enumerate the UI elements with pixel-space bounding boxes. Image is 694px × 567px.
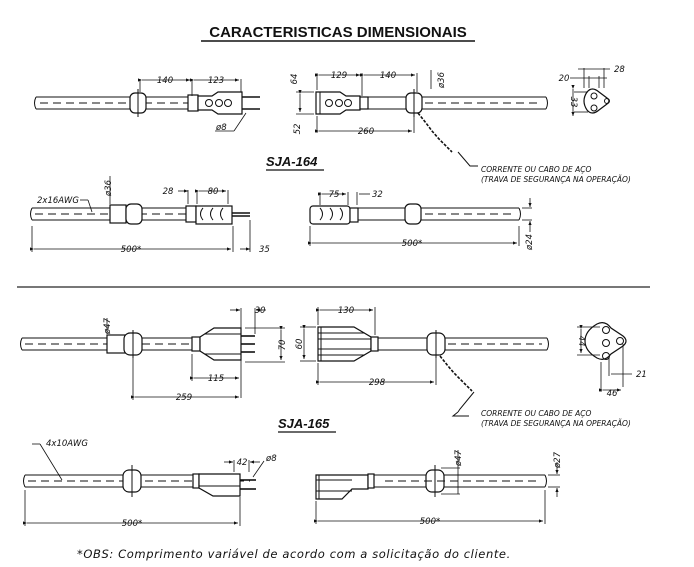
dim-label: ø27 <box>553 451 563 469</box>
dim-label: 30 <box>255 306 266 316</box>
cable-spec-label: 4x10AWG <box>46 439 88 449</box>
dim-label: ø36 <box>437 71 447 89</box>
cable-spec-label: 2x16AWG <box>37 196 79 206</box>
dim-label: 500* <box>402 239 422 249</box>
dim-label: 500* <box>122 519 142 529</box>
dim-label: 140 <box>157 76 173 86</box>
dim-label: 64 <box>290 74 300 85</box>
dim-label: 80 <box>208 187 219 197</box>
sja164-socket-side-view <box>308 192 532 246</box>
dim-label: 35 <box>259 245 270 255</box>
dim-label: 46 <box>607 389 618 399</box>
dim-label: ø8 <box>215 123 227 133</box>
sja165-socket-top-view <box>300 307 549 417</box>
dim-label: 260 <box>358 127 374 137</box>
dim-label: 115 <box>208 374 224 384</box>
chain-note: CORRENTE OU CABO DE AÇO <box>481 165 591 174</box>
sja164-plug-top-view <box>34 78 260 132</box>
dim-label: 28 <box>614 65 625 75</box>
dim-label: 123 <box>208 76 224 86</box>
dim-label: 500* <box>420 517 440 527</box>
dim-label: ø8 <box>265 454 277 464</box>
dim-label: 44 <box>576 336 586 347</box>
dim-label: ø24 <box>525 234 535 251</box>
dim-label: 42 <box>237 458 248 468</box>
dim-label: 500* <box>121 245 141 255</box>
sja164-face-view <box>570 68 610 116</box>
dim-label: 20 <box>559 74 570 84</box>
sja164-socket-top-view <box>296 70 548 167</box>
dim-label: ø47 <box>103 317 113 335</box>
dim-label: 52 <box>293 124 303 135</box>
chain-note: (TRAVA DE SEGURANÇA NA OPERAÇÃO) <box>481 175 631 184</box>
dim-label: 28 <box>163 187 174 197</box>
model-label-sja165: SJA-165 <box>278 416 330 431</box>
dim-label: 259 <box>176 393 192 403</box>
chain-note: CORRENTE OU CABO DE AÇO <box>481 409 591 418</box>
dim-label: 75 <box>329 190 340 200</box>
dim-label: 130 <box>338 306 354 316</box>
dim-label: 140 <box>380 71 396 81</box>
sja165-socket-side-view <box>314 450 560 524</box>
dim-label: 21 <box>636 370 647 380</box>
dim-label: 129 <box>331 71 347 81</box>
dim-label: ø47 <box>454 449 464 467</box>
dim-label: 32 <box>372 190 383 200</box>
dim-label: 33 <box>568 97 578 108</box>
sja164-plug-side-view <box>30 176 251 252</box>
model-label-sja164: SJA-164 <box>266 154 318 169</box>
chain-note: (TRAVA DE SEGURANÇA NA OPERAÇÃO) <box>481 419 631 428</box>
sja165-face-view <box>577 322 632 392</box>
dim-label: 60 <box>295 339 305 350</box>
dim-label: ø36 <box>104 179 114 197</box>
sja165-plug-side-view <box>23 443 265 526</box>
sja165-plug-top-view <box>20 308 285 400</box>
dim-label: 70 <box>278 340 288 351</box>
dim-label: 298 <box>369 378 386 388</box>
page-title: CARACTERISTICAS DIMENSIONAIS <box>209 24 467 41</box>
footnote: *OBS: Comprimento variável de acordo com… <box>77 547 511 561</box>
